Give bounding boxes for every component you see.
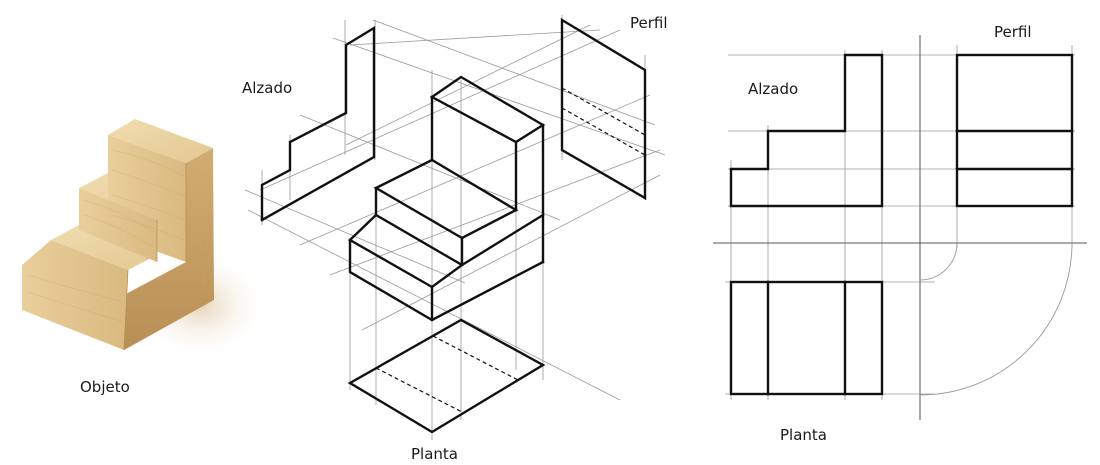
object-edges [123, 163, 187, 351]
ortho-construction-lines [725, 45, 1075, 400]
label-alzado-ortho: Alzado [748, 80, 798, 98]
ortho-perfil-view [955, 53, 1074, 208]
label-perfil-iso: Perfil [630, 14, 668, 32]
transfer-arc-small [919, 242, 958, 281]
label-alzado-iso: Alzado [242, 79, 292, 97]
ortho-alzado-view [729, 53, 884, 208]
object-front-riser-2 [79, 188, 157, 262]
object-side-face [124, 148, 214, 350]
object-top-tread-1 [51, 225, 157, 270]
iso-alzado-view [260, 25, 376, 222]
iso-planta-view [347, 318, 546, 434]
object-front-riser-1 [22, 240, 128, 350]
label-planta-ortho: Planta [780, 426, 827, 444]
iso-perfil-view [560, 17, 647, 201]
label-planta-iso: Planta [411, 445, 458, 463]
label-objeto: Objeto [80, 378, 130, 396]
wooden-stair-object [22, 119, 270, 360]
iso-main-object [348, 75, 546, 322]
ortho-planta-view [729, 280, 884, 396]
object-top-tread-3 [108, 119, 213, 163]
iso-construction-lines [244, 15, 666, 440]
label-perfil-ortho: Perfil [994, 23, 1032, 41]
wood-grain [27, 149, 211, 323]
transfer-arc-large [919, 242, 1073, 396]
